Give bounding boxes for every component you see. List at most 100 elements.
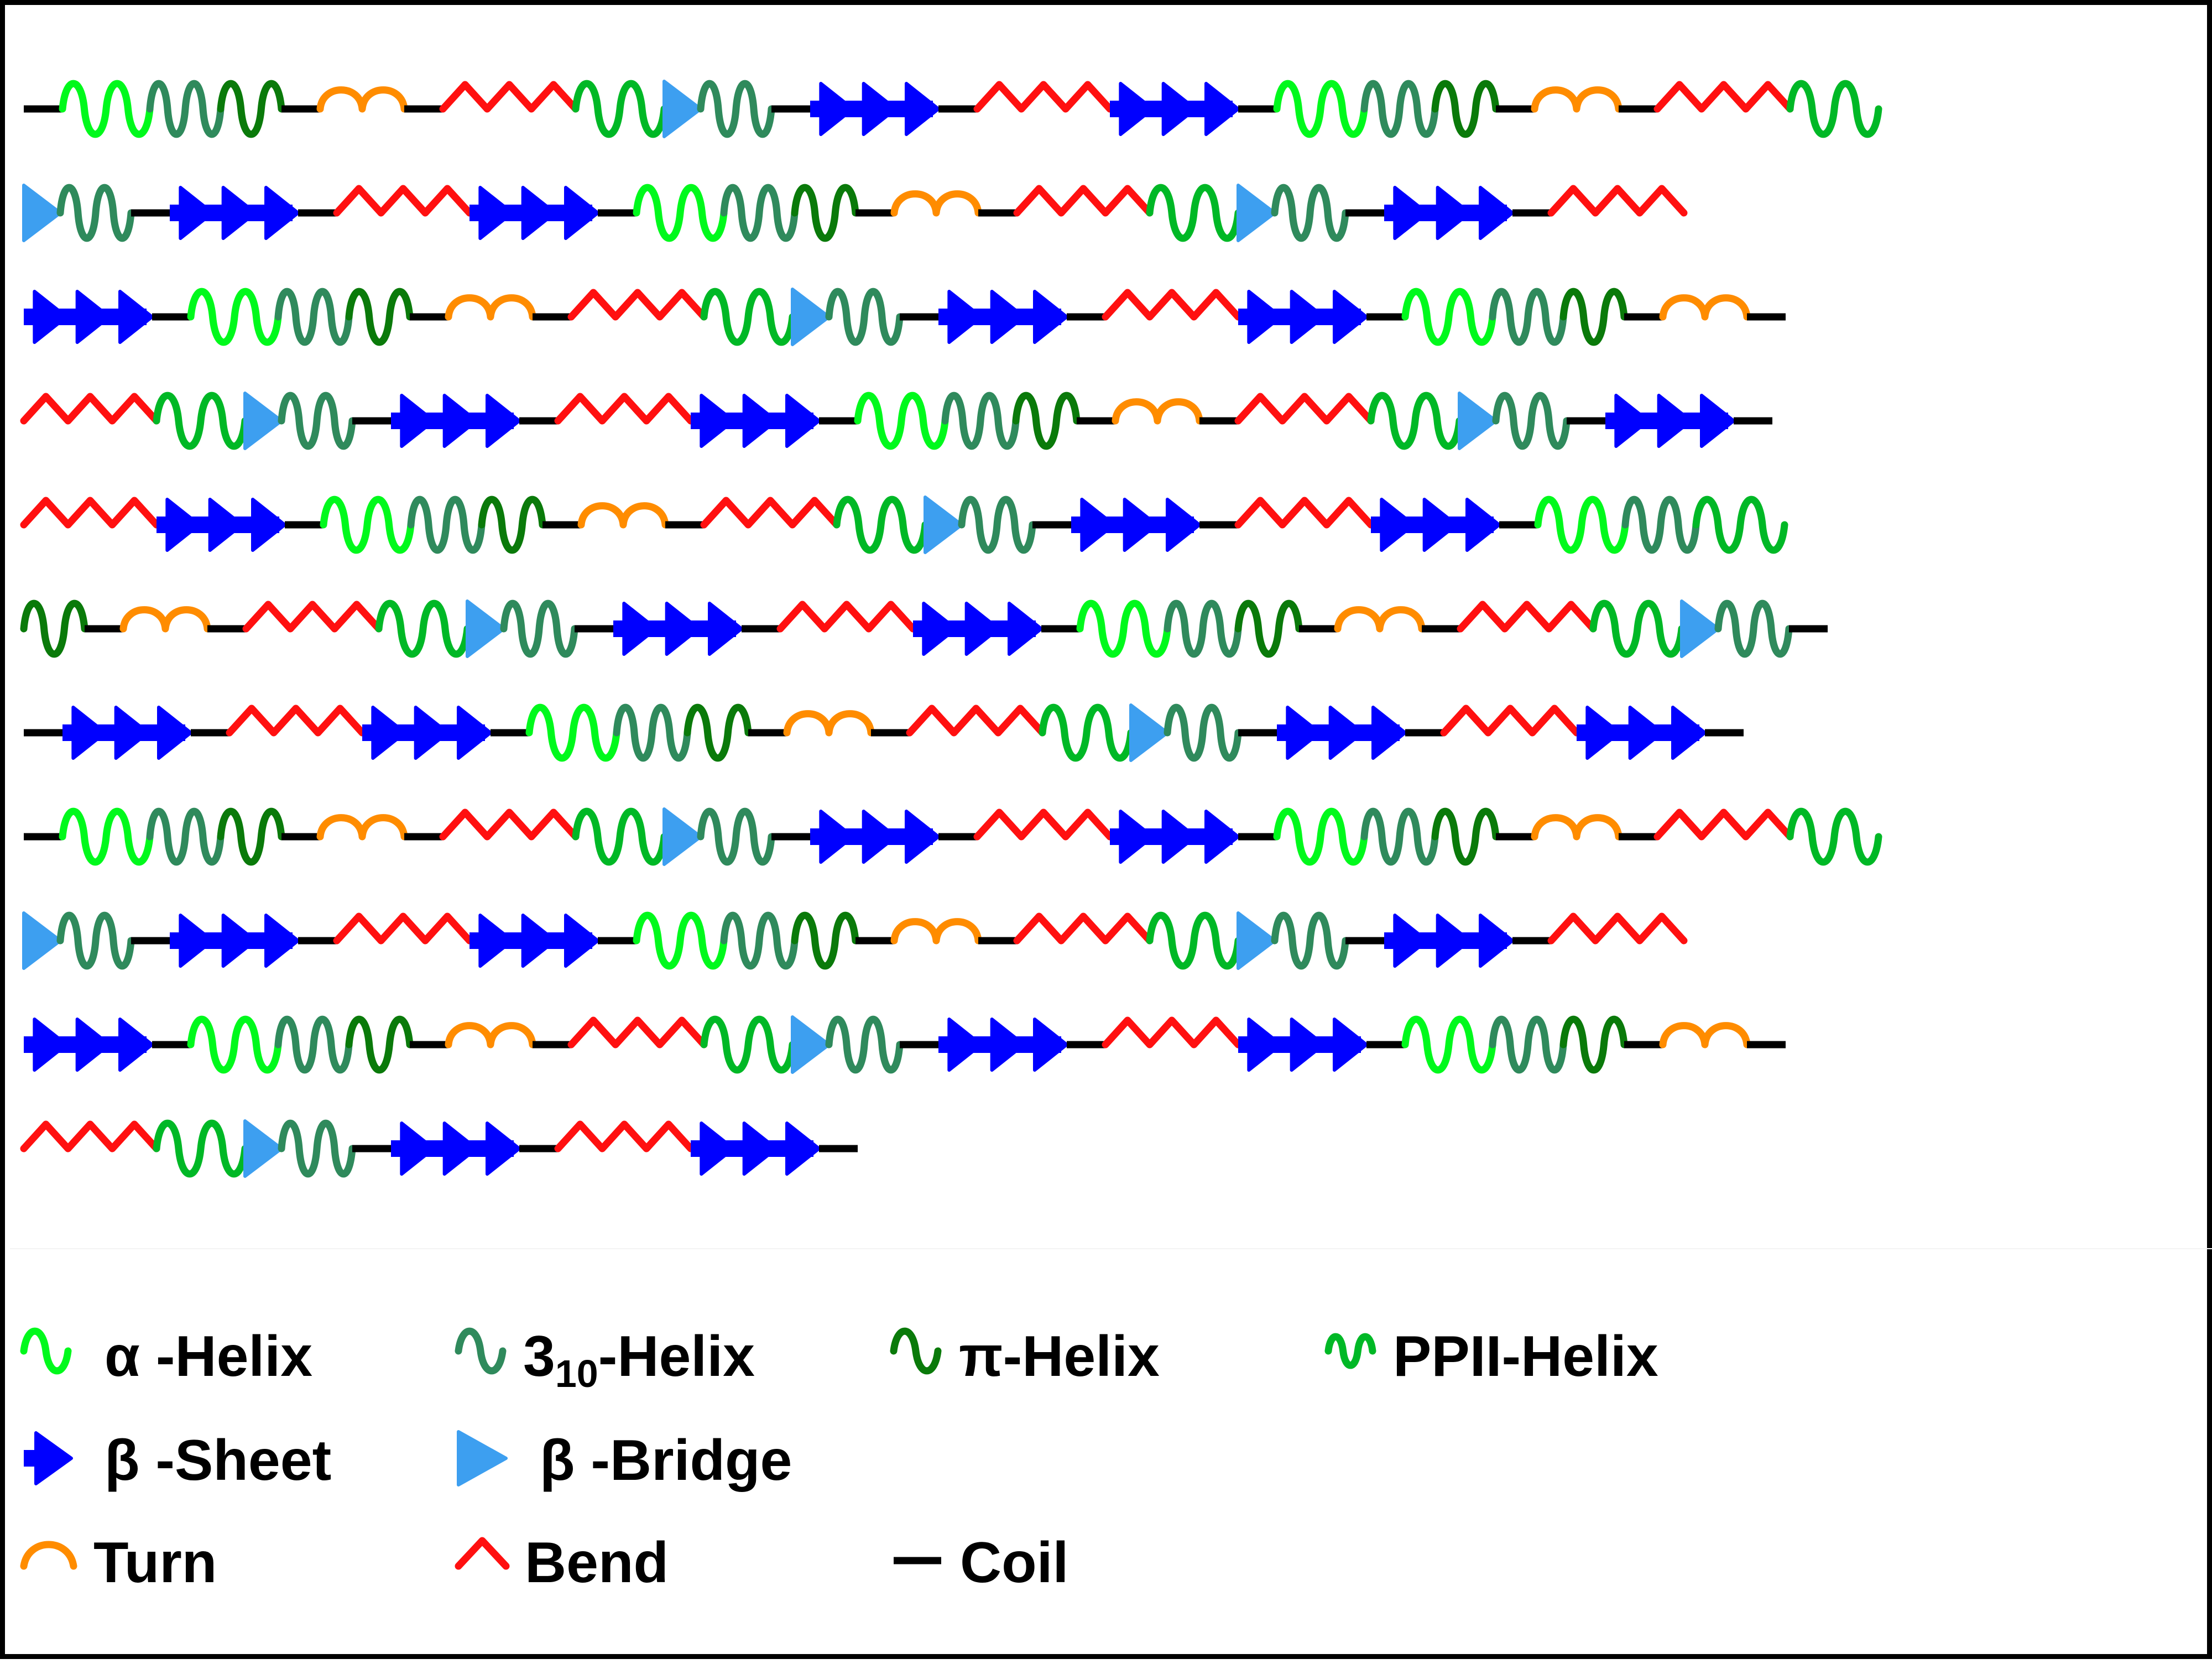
turn-arcs (1334, 606, 1426, 633)
track-segment-sheet (391, 394, 521, 448)
track-row (24, 80, 1882, 138)
pi-wave (1012, 392, 1081, 450)
legend-label-pi: π-Helix (959, 1328, 1160, 1385)
bend-zigzag (1102, 1016, 1242, 1049)
track-segment-bridge (1680, 599, 1720, 658)
track-segment-turn (316, 814, 408, 841)
turn-arcs (890, 190, 982, 217)
bend-zigzag (554, 1120, 695, 1152)
track-segment-turn (1659, 294, 1751, 321)
track-segment-sheet (469, 914, 599, 968)
track-segment-pi (345, 288, 414, 346)
track-segment-bridge (243, 1119, 283, 1178)
track-segment-alpha (187, 288, 282, 346)
sheet-arrowhead (1008, 602, 1043, 656)
sheet-arrowhead (990, 1018, 1026, 1072)
sheet-arrowhead (785, 394, 821, 448)
legend-sheet-arrowhead (34, 1431, 73, 1485)
sheet-arrowhead (1033, 290, 1068, 344)
sheet-arrowhead (1585, 706, 1621, 760)
ppii-wave (1786, 807, 1882, 866)
legend-text-bridge: β -Bridge (540, 1428, 792, 1493)
sheet-arrowhead (1479, 914, 1514, 968)
turn-arcs (577, 502, 669, 529)
alpha-helix-icon (20, 1327, 72, 1375)
bend-icon (455, 1537, 510, 1570)
bend-zigzag (242, 601, 383, 633)
track-segment-sheet (938, 1018, 1068, 1072)
bend-zigzag (973, 808, 1114, 841)
track-segment-bend (242, 601, 383, 633)
track-segment-pi (20, 599, 88, 658)
legend-wave (890, 1327, 942, 1375)
track-row (24, 807, 1882, 866)
sheet-arrowhead (1247, 1018, 1283, 1072)
sheet-arrowhead (1436, 186, 1472, 240)
track-segment-bend (1653, 808, 1794, 841)
sheet-arrowhead (521, 914, 557, 968)
legend-turn-arc (20, 1541, 77, 1570)
track-segment-bend (20, 393, 160, 425)
track-segment-sheet (613, 602, 743, 656)
sheet-arrowhead (442, 394, 478, 448)
track-segment-bend (973, 81, 1114, 113)
legend-text-bend: Bend (525, 1531, 669, 1595)
track-segment-bend (1440, 705, 1580, 737)
track-segment-bridge (662, 80, 702, 138)
sheet-arrowhead (165, 498, 201, 552)
sheet-arrowhead (1119, 82, 1155, 136)
track-segment-three_ten (720, 184, 799, 242)
track-segment-bend (439, 81, 580, 113)
alpha-wave (854, 392, 949, 450)
sheet-arrowhead (1328, 706, 1364, 760)
ppii-wave (375, 599, 471, 658)
bend-zigzag (226, 705, 366, 737)
track-segment-alpha (525, 703, 620, 762)
alpha-wave (1401, 1015, 1496, 1074)
legend-icons (20, 1327, 1376, 1570)
bridge-arrowhead (466, 599, 505, 658)
sheet-arrowhead (1333, 1018, 1368, 1072)
track-segment-bend (20, 497, 160, 529)
legend-wave (1324, 1333, 1376, 1369)
track-row (24, 703, 1744, 762)
three_ten-wave (1360, 80, 1439, 138)
turn-arcs (1659, 294, 1751, 321)
track-row (24, 288, 1786, 346)
sheet-arrowhead (221, 186, 257, 240)
track-segment-pi (345, 1015, 414, 1074)
bend-zigzag (1013, 185, 1154, 217)
track-segment-turn (445, 1022, 536, 1049)
track-segment-sheet (913, 602, 1043, 656)
bend-zigzag (1440, 705, 1580, 737)
legend-bridge-arrowhead (457, 1430, 508, 1486)
pi-wave (217, 80, 285, 138)
sheet-arrowhead (700, 1121, 735, 1176)
pi-helix-icon (890, 1327, 942, 1375)
track-segment-sheet (391, 1121, 521, 1176)
three_ten-wave (500, 599, 578, 658)
bend-zigzag (1547, 185, 1688, 217)
track-segment-bridge (22, 184, 62, 242)
track-segment-pi (1431, 80, 1500, 138)
track-segment-bridge (791, 1015, 831, 1074)
legend-wave (20, 1327, 72, 1375)
sheet-arrowhead (442, 1121, 478, 1176)
bend-zigzag (20, 497, 160, 529)
track-segment-sheet (1277, 706, 1407, 760)
track-row (20, 1119, 858, 1178)
sheet-arrowhead (1290, 1018, 1326, 1072)
track-segment-three_ten (958, 495, 1036, 554)
alpha-wave (633, 184, 728, 242)
track-segment-three_ten (146, 807, 225, 866)
pi-wave (1234, 599, 1303, 658)
sheet-arrowhead (208, 498, 244, 552)
track-segment-pi (217, 80, 285, 138)
track-segment-three_ten (407, 495, 486, 554)
track-segment-three_ten (825, 1015, 904, 1074)
alpha-wave (187, 1015, 282, 1074)
track-segment-three_ten (697, 807, 775, 866)
bridge-arrowhead (22, 911, 62, 970)
alpha-wave (1273, 807, 1368, 866)
